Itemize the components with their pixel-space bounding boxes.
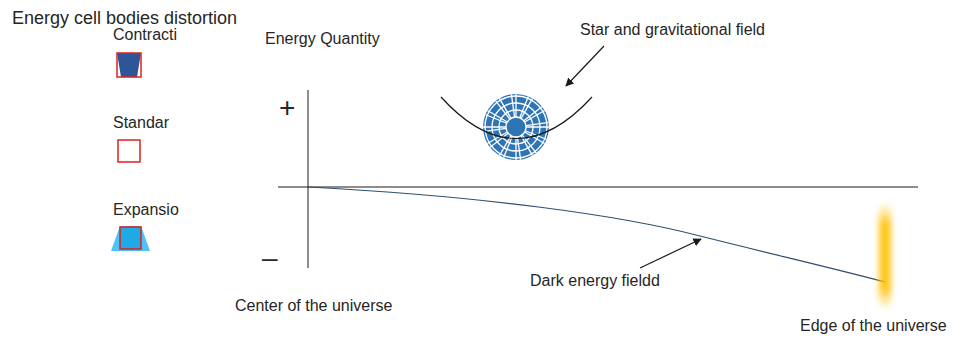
minus-sign: – (262, 244, 278, 272)
leader-arrow (566, 46, 604, 86)
axis-end-label: Edge of the universe (800, 317, 947, 335)
gravitational-field-curve (441, 97, 592, 139)
standard-sample (118, 140, 140, 162)
star-symbol (482, 93, 550, 161)
plus-sign: + (279, 94, 295, 122)
x-axis (278, 187, 918, 188)
dark-energy-curve (308, 187, 885, 282)
axis-end-label: Center of the universe (235, 297, 392, 315)
callout-label: Dark energy fieldd (530, 272, 660, 290)
leader-arrow (640, 239, 701, 268)
contraction-sample (117, 53, 141, 77)
diagram-title: Energy cell bodies distortion (12, 8, 237, 29)
legend-label: Expansio (113, 201, 179, 219)
legend-label: Contracti (113, 26, 177, 44)
expansion-sample (111, 226, 150, 251)
callout-label: Star and gravitational field (580, 21, 765, 39)
axis-title: Energy Quantity (265, 30, 380, 48)
legend-label: Standar (113, 114, 169, 132)
y-axis (308, 90, 309, 268)
edge-glow (879, 203, 891, 309)
